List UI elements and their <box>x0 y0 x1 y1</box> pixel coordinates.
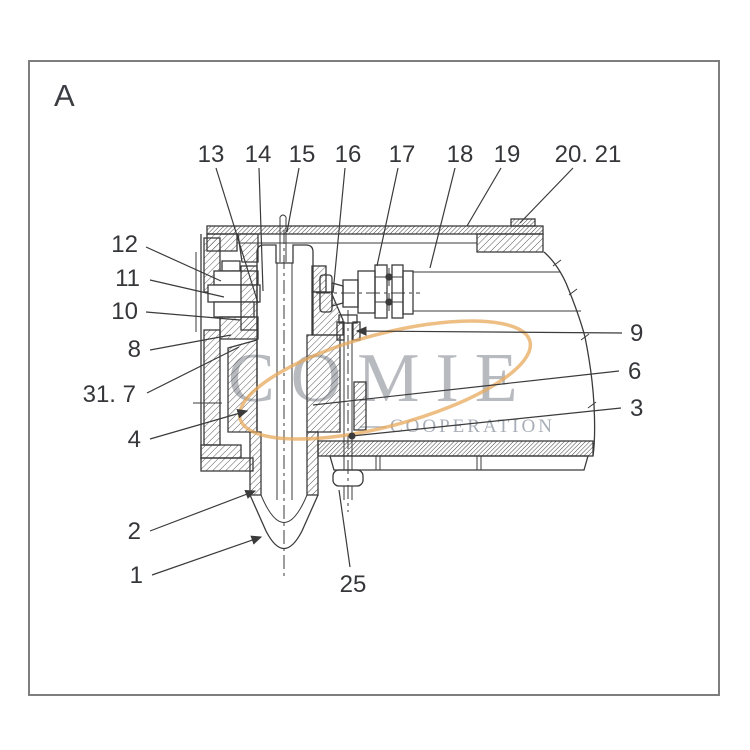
bottom-plate <box>317 440 594 457</box>
leader-line-16 <box>332 167 346 294</box>
frame-border <box>28 60 720 696</box>
nut-small <box>221 260 241 272</box>
cap-strip <box>510 218 536 227</box>
flange-right-upper <box>311 265 327 293</box>
view-label-a: A <box>54 78 75 113</box>
part-label-15: 15 <box>289 141 316 168</box>
leader-line-20_21 <box>519 167 574 224</box>
part-label-17: 17 <box>389 141 416 168</box>
watermark-swoosh <box>237 319 533 441</box>
leader-line-4 <box>149 409 249 440</box>
flange-left-lower <box>227 339 258 433</box>
leader-line-19 <box>466 167 502 227</box>
part-label-25: 25 <box>340 571 367 598</box>
nozzle-sleeve-right <box>306 431 319 496</box>
part-label-9: 9 <box>630 320 643 347</box>
leader-line-25 <box>338 489 351 568</box>
part-label-1: 1 <box>130 562 143 589</box>
left-wall-lower <box>203 329 221 446</box>
part-label-16: 16 <box>335 141 362 168</box>
part-label-13: 13 <box>198 141 225 168</box>
leader-line-3 <box>351 407 622 437</box>
left-flange-b <box>200 457 254 472</box>
part-label-31_7: 31. 7 <box>83 381 136 408</box>
cross-section <box>193 214 597 578</box>
leader-line-1 <box>151 535 263 576</box>
leader-line-18 <box>429 167 456 269</box>
part-label-19: 19 <box>494 141 521 168</box>
part-label-10: 10 <box>111 298 138 325</box>
part-label-11: 11 <box>115 265 140 292</box>
leader-line-9 <box>355 326 623 336</box>
part-label-12: 12 <box>111 231 138 258</box>
leader-line-10 <box>145 311 241 321</box>
flange-right-lower <box>306 334 341 433</box>
column-cap <box>256 244 314 290</box>
bolt-plate-left <box>374 264 388 319</box>
leader-line-6 <box>312 370 620 406</box>
nozzle-sleeve-left <box>249 431 262 496</box>
leader-line-17 <box>376 167 399 267</box>
plate-block-right <box>476 233 544 253</box>
part-label-4: 4 <box>128 426 141 453</box>
watermark: COMIE COOPERATION <box>228 340 555 437</box>
leader-dot-3 <box>348 432 356 440</box>
rod-guide <box>353 381 367 431</box>
leader-line-14 <box>258 167 264 292</box>
part-label-3: 3 <box>630 395 643 422</box>
part-label-14: 14 <box>245 141 272 168</box>
leader-line-13 <box>215 167 259 304</box>
leader-line-31_7 <box>146 346 240 394</box>
part-label-8: 8 <box>128 336 141 363</box>
center-pin <box>279 214 287 262</box>
watermark-brand: COMIE <box>228 340 534 417</box>
watermark-subtitle: COOPERATION <box>390 416 555 437</box>
leader-line-11 <box>149 279 225 298</box>
part-label-20_21: 20. 21 <box>555 141 622 168</box>
part-label-2: 2 <box>128 518 141 545</box>
part-label-18: 18 <box>447 141 474 168</box>
leader-line-2 <box>149 489 257 532</box>
leader-line-15 <box>286 167 300 233</box>
leader-line-8 <box>149 334 232 351</box>
left-flange-a <box>200 444 242 459</box>
part-label-6: 6 <box>628 358 641 385</box>
leader-line-12 <box>145 246 222 282</box>
bottom-tab <box>329 455 589 471</box>
bolt-plate-right <box>391 264 404 319</box>
top-plate <box>206 225 544 235</box>
